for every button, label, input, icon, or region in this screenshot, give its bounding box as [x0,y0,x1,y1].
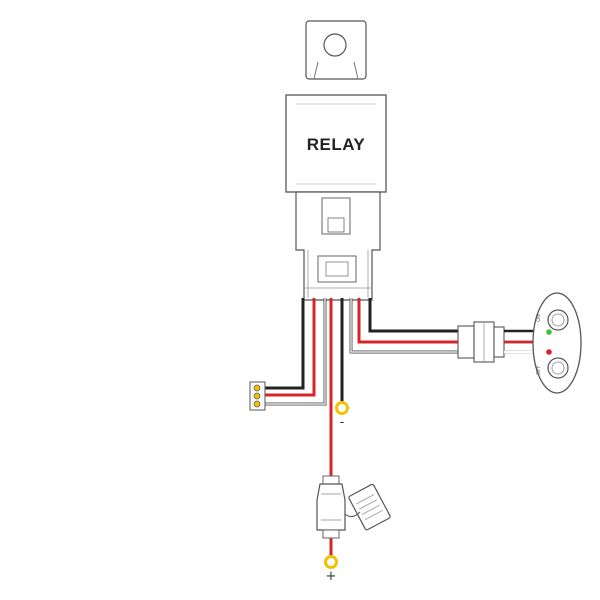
negative-ring-terminal [335,401,349,415]
mounting-hole [323,33,347,57]
wire-red-to-switch [265,298,316,397]
switch-connector [249,381,266,411]
relay-label: RELAY [307,135,366,154]
fuse-cap [348,483,391,531]
inline-plug-connector [457,321,505,363]
inline-fuse-holder [316,475,391,539]
positive-symbol: + [326,569,337,584]
wire-black-to-switch [265,298,305,390]
wire-black-to-light [368,298,470,333]
relay-socket [295,191,381,301]
rocker-switch: ON OFF [532,292,582,394]
negative-symbol: - [340,415,345,430]
green-indicator-led [546,329,552,335]
red-indicator-led [546,349,552,355]
switch-bottom-mark: OFF [536,365,542,375]
switch-top-mark: ON [536,314,542,322]
positive-ring-terminal [324,555,338,569]
relay-mounting-tab [305,20,367,80]
wire-red-to-light [357,298,470,344]
relay-body: RELAY [285,94,387,193]
